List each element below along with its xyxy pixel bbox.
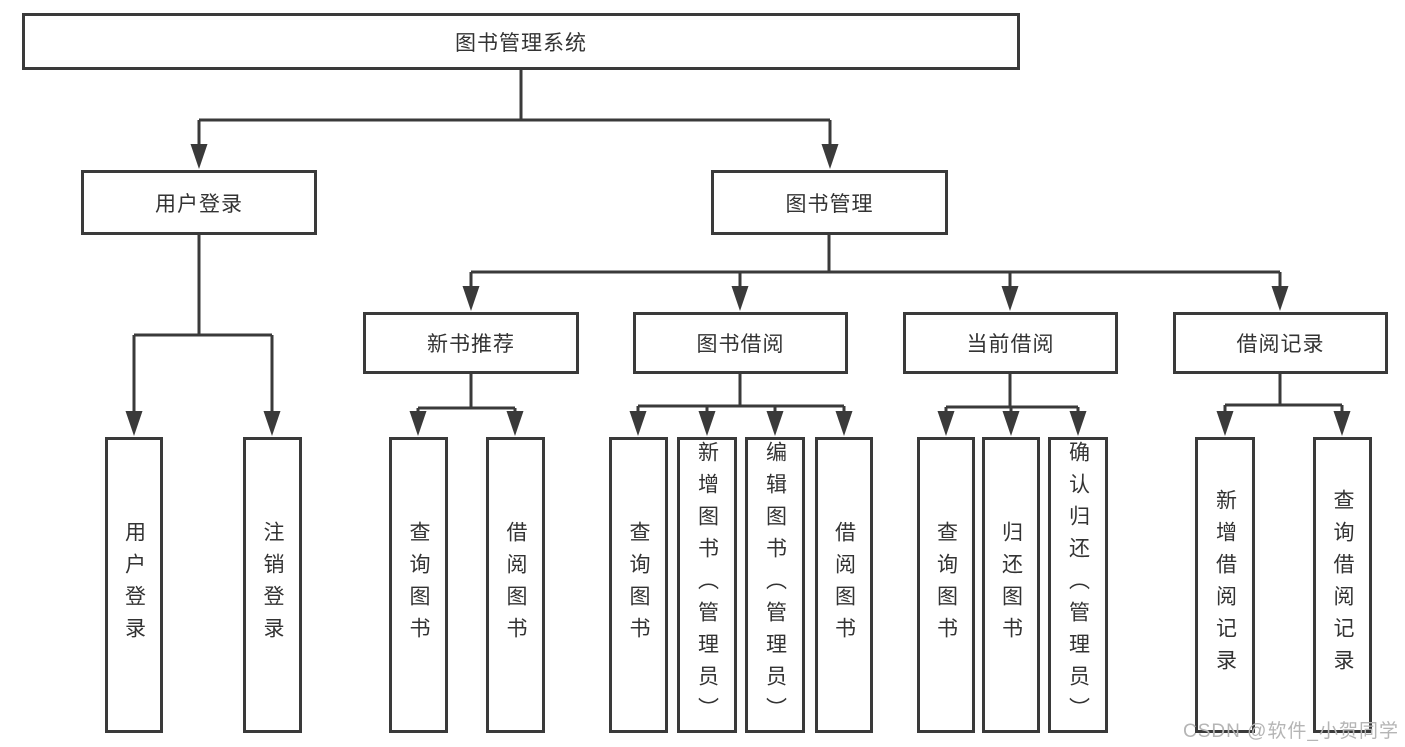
leaf-add-book-admin: 新增图书（管理员） [677, 437, 737, 733]
leaf-return-book-label: 归还图书 [999, 521, 1023, 649]
node-current-borrow: 当前借阅 [903, 312, 1118, 374]
leaf-query-borrow-record-label: 查询借阅记录 [1331, 489, 1354, 681]
node-root-label: 图书管理系统 [455, 31, 587, 55]
leaf-borrow-book-label: 借阅图书 [832, 521, 856, 649]
node-book-management: 图书管理 [711, 170, 948, 235]
leaf-confirm-return-admin-label: 确认归还（管理员） [1066, 441, 1090, 729]
leaf-add-book-admin-label: 新增图书（管理员） [695, 441, 719, 729]
node-user-login-label: 用户登录 [155, 192, 243, 216]
leaf-confirm-return-admin: 确认归还（管理员） [1048, 437, 1108, 733]
leaf-query-books-current-label: 查询图书 [934, 521, 958, 649]
node-root: 图书管理系统 [22, 13, 1020, 70]
leaf-query-borrow-record: 查询借阅记录 [1313, 437, 1372, 733]
leaf-edit-book-admin: 编辑图书（管理员） [745, 437, 805, 733]
csdn-watermark: CSDN @软件_小贺同学 [1183, 721, 1399, 742]
leaf-borrow-books-recommend: 借阅图书 [486, 437, 545, 733]
leaf-borrow-books-recommend-label: 借阅图书 [504, 521, 527, 649]
leaf-logout-label: 注销登录 [261, 521, 284, 649]
node-book-borrow: 图书借阅 [633, 312, 848, 374]
node-current-borrow-label: 当前借阅 [966, 333, 1055, 356]
leaf-borrow-book: 借阅图书 [815, 437, 873, 733]
leaf-logout: 注销登录 [243, 437, 302, 733]
leaf-query-books-borrow-label: 查询图书 [627, 521, 650, 649]
leaf-add-borrow-record-label: 新增借阅记录 [1213, 489, 1237, 681]
node-new-book-recommend-label: 新书推荐 [427, 333, 515, 356]
node-borrow-records: 借阅记录 [1173, 312, 1388, 374]
node-borrow-records-label: 借阅记录 [1236, 333, 1325, 356]
leaf-user-login: 用户登录 [105, 437, 163, 733]
leaf-query-books-recommend: 查询图书 [389, 437, 448, 733]
leaf-edit-book-admin-label: 编辑图书（管理员） [763, 441, 787, 729]
node-book-management-label: 图书管理 [785, 192, 874, 216]
leaf-add-borrow-record: 新增借阅记录 [1195, 437, 1255, 733]
leaf-query-books-recommend-label: 查询图书 [407, 521, 430, 649]
node-user-login: 用户登录 [81, 170, 317, 235]
leaf-query-books-current: 查询图书 [917, 437, 975, 733]
leaf-query-books-borrow: 查询图书 [609, 437, 668, 733]
node-new-book-recommend: 新书推荐 [363, 312, 579, 374]
leaf-return-book: 归还图书 [982, 437, 1040, 733]
arrowheads [125, 144, 1351, 436]
node-book-borrow-label: 图书借阅 [696, 333, 785, 356]
leaf-user-login-label: 用户登录 [122, 521, 146, 649]
